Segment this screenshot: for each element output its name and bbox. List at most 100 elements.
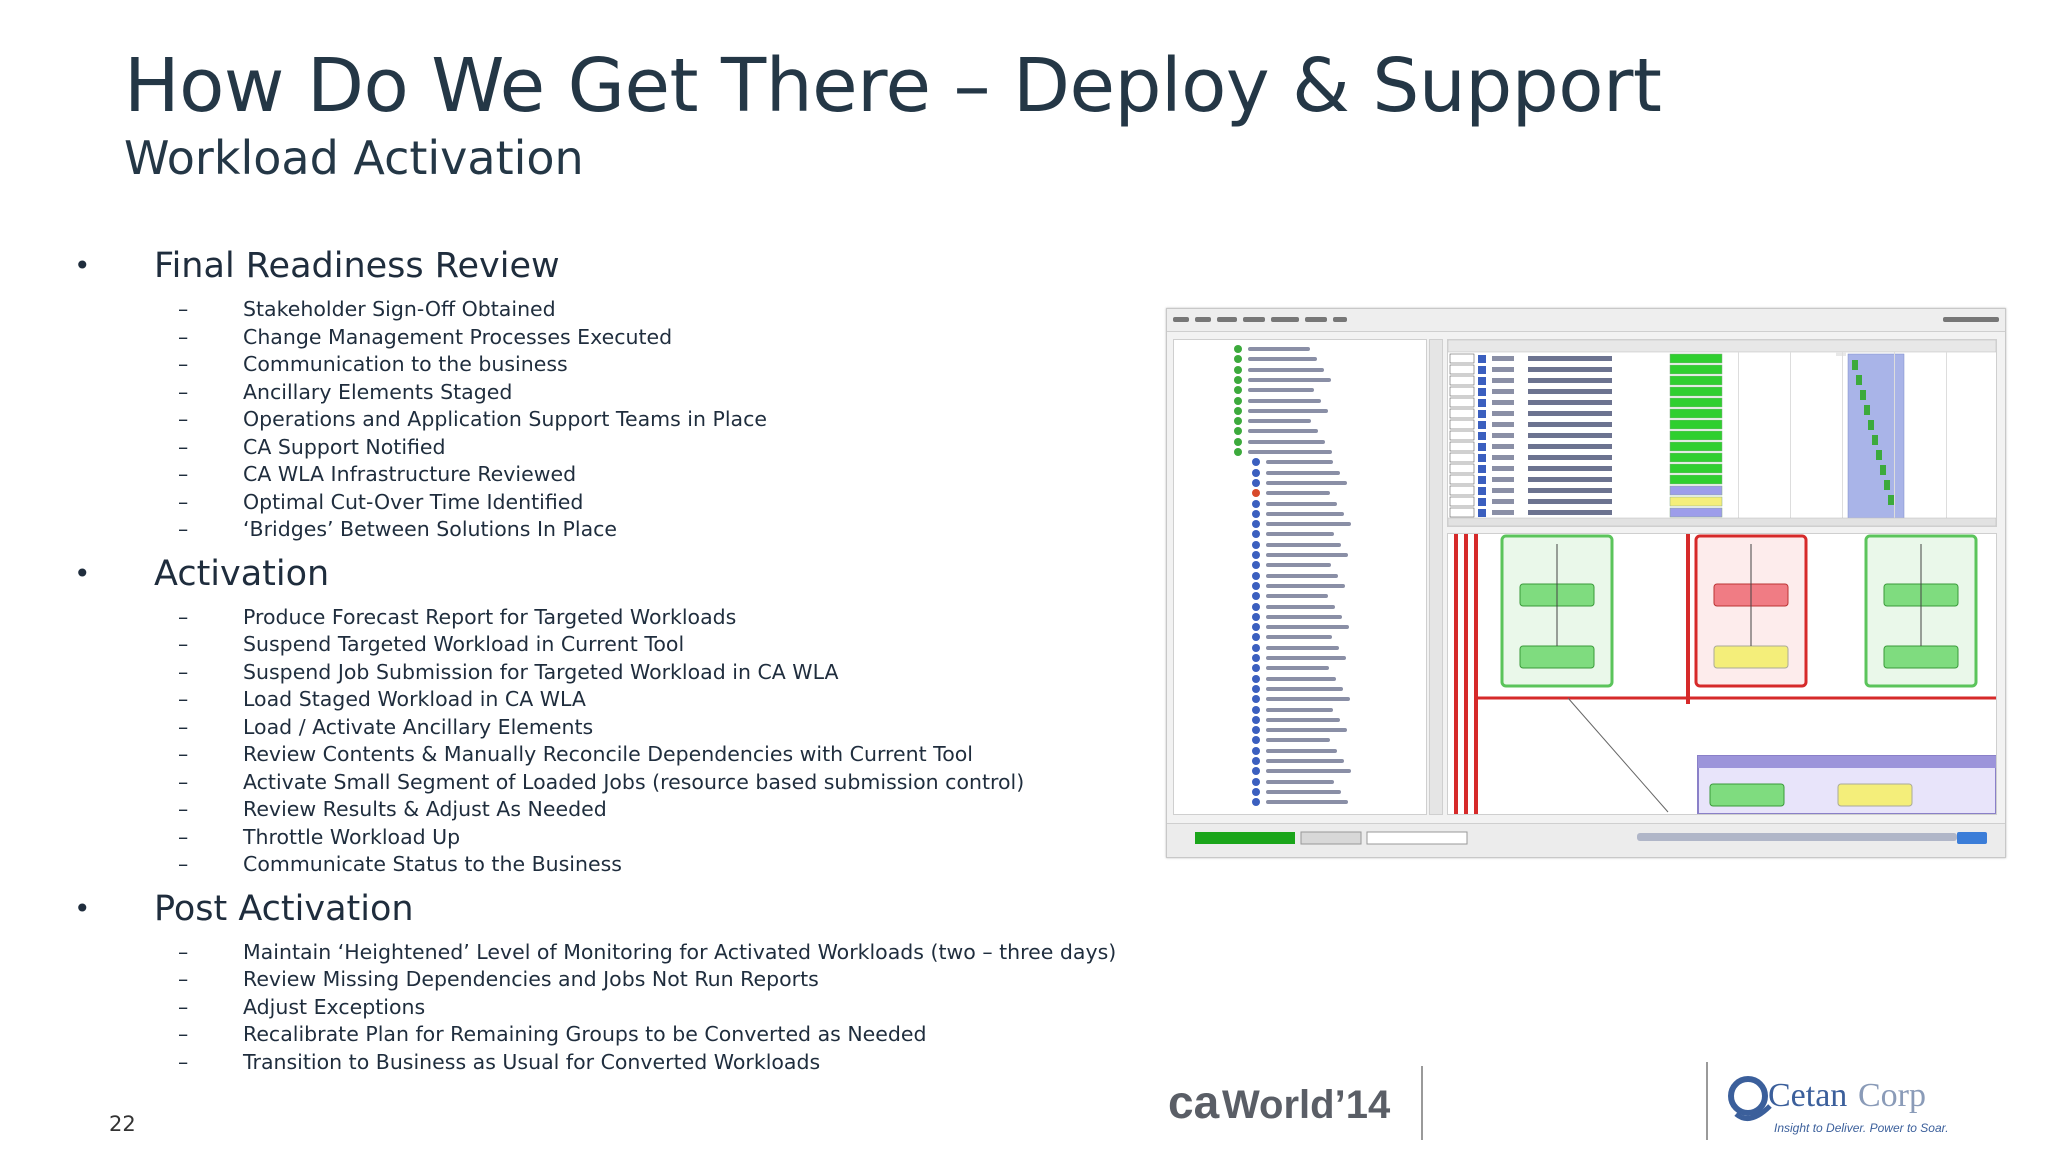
tree-row-text-placeholder xyxy=(1266,573,1338,578)
list-item-text: Throttle Workload Up xyxy=(243,824,461,849)
list-item: –Transition to Business as Usual for Con… xyxy=(70,1049,1130,1077)
dash-icon: – xyxy=(178,967,189,991)
status-icon xyxy=(1252,623,1260,632)
job-flow-graph-icon xyxy=(1447,533,1997,815)
tree-row-text-placeholder xyxy=(1266,614,1342,619)
menu-item-placeholder xyxy=(1173,317,1189,322)
status-icon xyxy=(1234,355,1242,364)
list-item: –Stakeholder Sign-Off Obtained xyxy=(70,296,1130,324)
tree-row-text-placeholder xyxy=(1266,625,1349,630)
caworld-logo: ca World’14 xyxy=(1168,1074,1418,1130)
tree-row-text-placeholder xyxy=(1248,377,1331,382)
tree-row-text-placeholder xyxy=(1266,470,1340,475)
tree-row-text-placeholder xyxy=(1248,439,1325,444)
menu-item-placeholder xyxy=(1243,317,1265,322)
list-item: –Recalibrate Plan for Remaining Groups t… xyxy=(70,1021,1130,1049)
screenshot-scrollbar xyxy=(1429,339,1443,815)
list-item: –Adjust Exceptions xyxy=(70,994,1130,1022)
status-icon xyxy=(1252,612,1260,621)
list-item-text: Review Contents & Manually Reconcile Dep… xyxy=(243,742,974,766)
status-icon xyxy=(1252,736,1260,745)
tree-row-text-placeholder xyxy=(1266,759,1344,763)
status-icon xyxy=(1252,695,1260,704)
tree-row-text-placeholder xyxy=(1266,728,1347,733)
section-0: •Final Readiness Review–Stakeholder Sign… xyxy=(70,236,1130,544)
section-title: Post Activation xyxy=(154,888,414,929)
menu-item-placeholder xyxy=(1217,317,1237,322)
section-items: –Stakeholder Sign-Off Obtained–Change Ma… xyxy=(70,296,1130,544)
tree-row-text-placeholder xyxy=(1248,347,1310,351)
status-icon xyxy=(1252,787,1260,796)
list-item: –Suspend Targeted Workload in Current To… xyxy=(70,631,1130,659)
tree-row-text-placeholder xyxy=(1248,408,1328,413)
tree-row-text-placeholder xyxy=(1266,460,1333,465)
footer-divider-left xyxy=(1421,1066,1423,1140)
tree-row-text-placeholder xyxy=(1266,645,1339,650)
svg-text:ca: ca xyxy=(1168,1076,1220,1128)
dash-icon: – xyxy=(178,1049,189,1074)
status-icon xyxy=(1234,427,1242,436)
status-icon xyxy=(1252,520,1260,529)
job-flow-graphic xyxy=(1454,534,1996,814)
dash-icon: – xyxy=(178,824,189,849)
section-heading: •Activation xyxy=(70,544,1130,604)
dash-icon: – xyxy=(178,352,189,376)
list-item: –Review Results & Adjust As Needed xyxy=(70,796,1130,824)
tree-row-text-placeholder xyxy=(1266,666,1329,671)
list-item: –Suspend Job Submission for Targeted Wor… xyxy=(70,659,1130,687)
status-icon xyxy=(1252,592,1260,601)
status-icon xyxy=(1234,437,1242,446)
status-icon xyxy=(1252,654,1260,662)
menu-item-placeholder xyxy=(1943,317,1999,322)
menu-item-placeholder xyxy=(1305,317,1327,322)
status-icon xyxy=(1234,386,1242,395)
list-item-text: Review Results & Adjust As Needed xyxy=(243,797,607,821)
list-item-text: Activate Small Segment of Loaded Jobs (r… xyxy=(243,769,1025,794)
status-icon xyxy=(1252,561,1260,570)
dash-icon: – xyxy=(178,517,189,541)
tree-row-text-placeholder xyxy=(1266,769,1351,774)
tree-row-text-placeholder xyxy=(1266,532,1334,537)
svg-text:Corp: Corp xyxy=(1858,1077,1926,1114)
job-table-icon xyxy=(1447,339,1997,527)
section-heading: • Final Readiness Review xyxy=(70,236,1130,296)
screenshot-statusbar xyxy=(1167,823,2005,857)
tree-row-text-placeholder xyxy=(1266,635,1332,640)
status-icon xyxy=(1252,633,1260,642)
menu-item-placeholder xyxy=(1333,317,1347,322)
list-item-text: Produce Forecast Report for Targeted Wor… xyxy=(243,604,737,629)
section-title: Final Readiness Review xyxy=(154,246,560,286)
list-item: –Operations and Application Support Team… xyxy=(70,406,1130,434)
status-icon xyxy=(1234,417,1242,426)
section-items: –Maintain ‘Heightened’ Level of Monitori… xyxy=(70,939,1130,1077)
status-icon xyxy=(1252,540,1260,549)
status-icon xyxy=(1252,746,1260,755)
tree-row-text-placeholder xyxy=(1266,511,1344,516)
dash-icon: – xyxy=(178,742,189,766)
dash-icon: – xyxy=(178,939,189,964)
list-item: –Activate Small Segment of Loaded Jobs (… xyxy=(70,769,1130,797)
status-icon xyxy=(1252,499,1260,508)
status-icon xyxy=(1234,345,1242,353)
bullet-icon: • xyxy=(74,249,91,282)
list-item-text: Load / Activate Ancillary Elements xyxy=(243,714,594,739)
status-icon xyxy=(1234,406,1242,415)
list-item: –Load Staged Workload in CA WLA xyxy=(70,686,1130,714)
slide-subtitle: Workload Activation xyxy=(124,131,584,185)
page-number: 22 xyxy=(109,1112,136,1136)
section-heading: •Post Activation xyxy=(70,879,1130,939)
tree-row-text-placeholder xyxy=(1266,480,1347,485)
tree-row-text-placeholder xyxy=(1248,388,1314,393)
tree-row-text-placeholder xyxy=(1248,429,1318,434)
dash-icon: – xyxy=(178,632,189,656)
list-item-text: Stakeholder Sign-Off Obtained xyxy=(243,297,556,321)
status-icon xyxy=(1252,489,1260,498)
tree-row-text-placeholder xyxy=(1266,542,1341,547)
dash-icon: – xyxy=(178,687,189,711)
status-icon xyxy=(1252,757,1260,765)
list-item: –Optimal Cut-Over Time Identified xyxy=(70,489,1130,517)
list-item-text: CA WLA Infrastructure Reviewed xyxy=(243,462,577,486)
dash-icon: – xyxy=(178,1022,189,1046)
list-item-text: Ancillary Elements Staged xyxy=(243,379,513,404)
